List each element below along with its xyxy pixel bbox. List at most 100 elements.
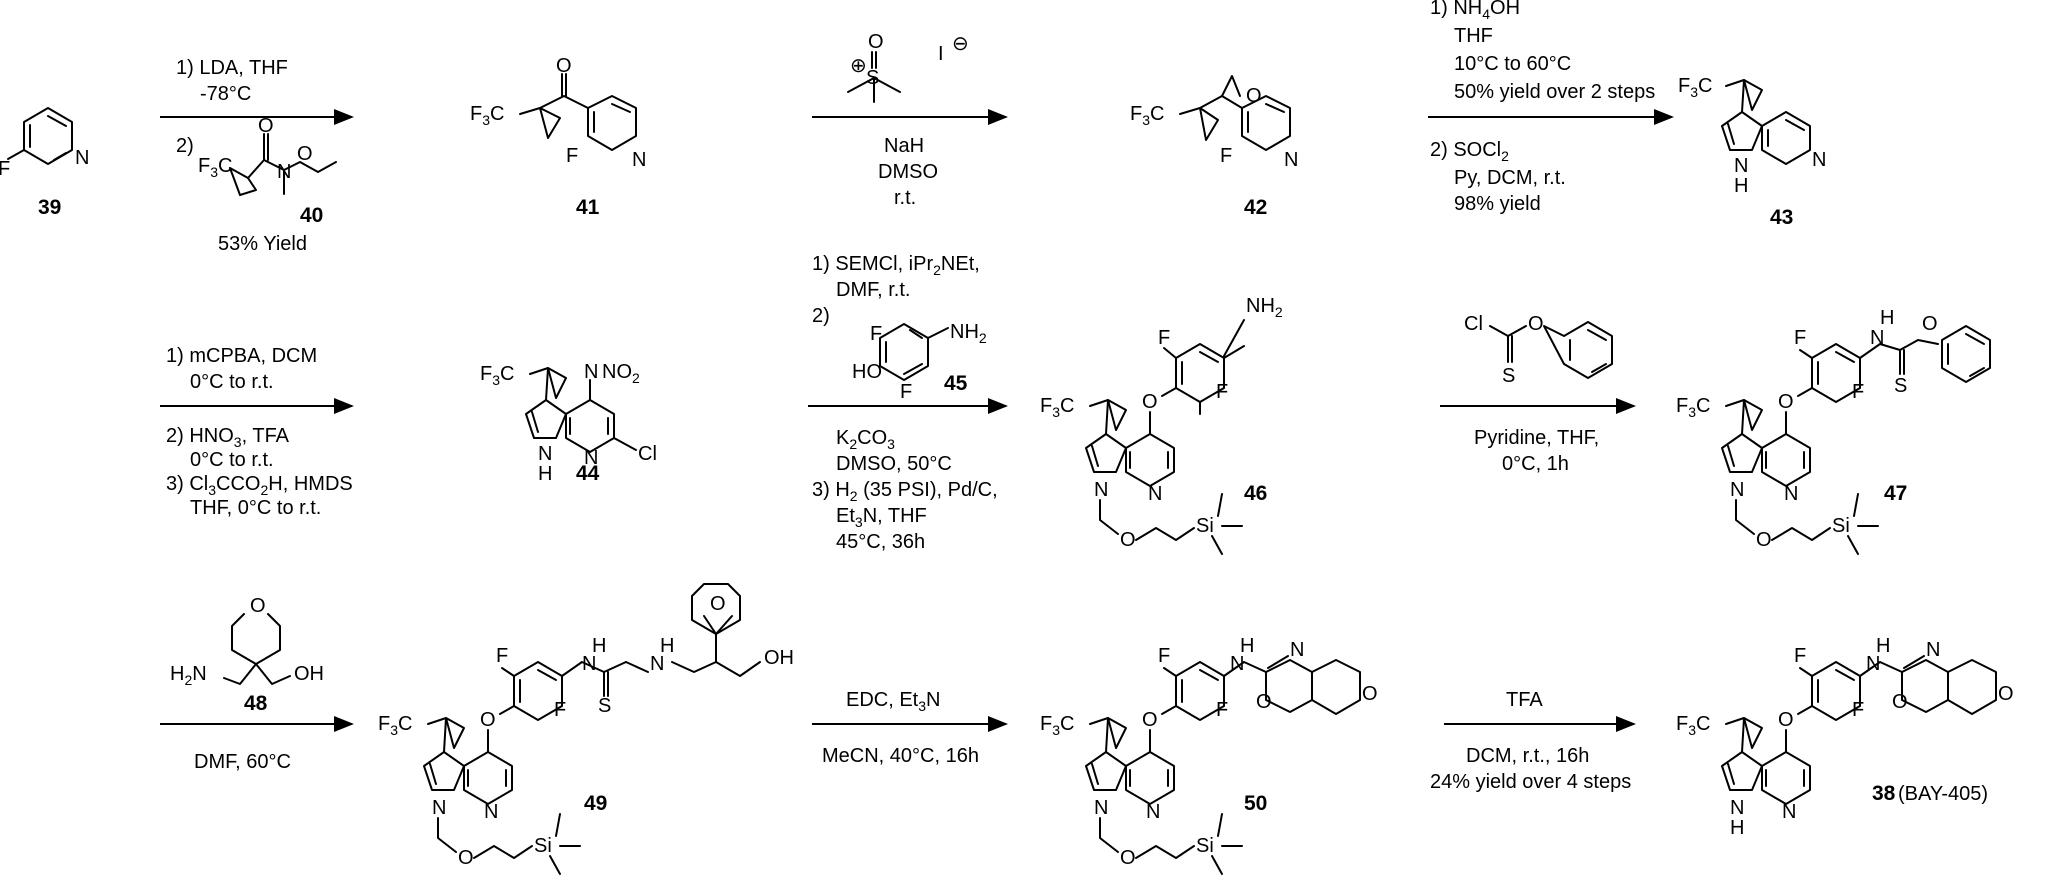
atom-o: O [556,55,572,77]
compound-47-structure: F3C O F F H N S O N N O Si 47 [1676,307,1991,555]
atom-o: O [1778,391,1794,413]
group-f3c: F3C [480,363,514,388]
compound-50-structure: F3C O F F H N N O O N N O Si 50 [1040,635,1378,875]
step6-conditions-2: 0°C, 1h [1502,453,1569,475]
atom-h: H [1730,817,1744,839]
compound-label-42: 42 [1244,196,1267,219]
compound-label-39: 39 [38,196,61,219]
atom-f: F [870,323,882,345]
atom-n: N [1782,801,1796,823]
step3-reagent-1: 1) NH4OH [1430,0,1520,22]
atom-si: Si [1196,835,1214,857]
step8-conditions: MeCN, 40°C, 16h [822,745,979,767]
atom-f: F [554,699,566,721]
atom-n: N [432,797,446,819]
step2-temp: r.t. [894,187,916,209]
compound-label-48: 48 [244,692,268,715]
atom-s: S [1894,375,1907,397]
atom-si: Si [1832,515,1850,537]
compound-41-structure: F3C O F N 41 [470,55,646,219]
group-h2n: H2N [170,663,207,688]
step7-conditions: DMF, 60°C [194,751,291,773]
atom-ho: HO [852,361,882,383]
atom-n: N [582,653,596,675]
atom-n: N [1284,149,1298,171]
compound-label-43: 43 [1770,206,1793,229]
compound-label-46: 46 [1244,482,1267,505]
atom-f: F [0,158,10,180]
step3-conditions: Py, DCM, r.t. [1454,167,1566,189]
atom-f: F [1794,645,1806,667]
step8-reagent: EDC, Et3N [846,689,941,714]
compound-label-40: 40 [300,204,323,227]
atom-o: O [1120,847,1136,869]
compound-label-47: 47 [1884,482,1907,505]
atom-o: O [250,595,266,617]
reaction-step-3: 1) NH4OH THF 10°C to 60°C 50% yield over… [1428,0,1674,215]
step9-yield: 24% yield over 4 steps [1430,771,1631,793]
group-f3c: F3C [198,155,232,180]
atom-o: O [1892,691,1908,713]
atom-f: F [1794,327,1806,349]
compound-38-structure: F3C O F F H N N O O N H N 38 (BAY-405) [1676,635,2014,839]
compound-label-49: 49 [584,792,607,815]
step3-reagent-2: 2) SOCl2 [1430,139,1509,164]
group-no2: NO2 [602,361,640,386]
step9-conditions: DCM, r.t., 16h [1466,745,1589,767]
reaction-step-6: Cl S O Pyridine, THF, 0°C, 1h [1440,313,1636,475]
compound-42-structure: F3C O F N 42 [1130,75,1298,219]
step6-conditions-1: Pyridine, THF, [1474,427,1599,449]
group-f3c: F3C [378,713,412,738]
atom-o: O [458,847,474,869]
compound-39-structure: F N 39 [0,107,89,219]
atom-h: H [538,463,552,485]
group-f3c: F3C [1676,395,1710,420]
group-f3c: F3C [1040,713,1074,738]
reaction-step-4: 1) mCPBA, DCM 0°C to r.t. 2) HNO3, TFA 0… [160,345,354,519]
compound-label-41: 41 [576,196,600,219]
step5-reagent-1: 1) SEMCl, iPr2NEt, [812,253,980,278]
step1-reagent-2-index: 2) [176,135,194,157]
reaction-step-2: O S ⊕ I ⊖ NaH DMSO r.t. [812,31,1008,209]
atom-s: S [1502,365,1515,387]
compound-38-name: (BAY-405) [1898,783,1988,805]
atom-n: N [632,149,646,171]
atom-n: N [1926,639,1940,661]
atom-s: S [866,67,879,89]
compound-49-structure: F3C O F F H N S H N O OH N N O Si 49 [378,583,794,875]
step2-base: NaH [884,135,924,157]
atom-o: O [1256,691,1272,713]
atom-o: O [1142,391,1158,413]
atom-h: H [1240,635,1254,657]
step4-reagent-2: 2) HNO3, TFA [166,425,290,450]
step3-yield-2: 98% yield [1454,193,1541,215]
step1-reagent-1: 1) LDA, THF [176,57,288,79]
step5-reagent-3: 3) H2 (35 PSI), Pd/C, [812,479,998,504]
group-f3c: F3C [1678,75,1712,100]
step3-solvent: THF [1454,25,1493,47]
atom-s: S [598,695,611,717]
step5-additive: Et3N, THF [836,505,927,530]
atom-n: N [1230,653,1244,675]
step9-reagent: TFA [1506,689,1543,711]
step5-solvent-1: DMF, r.t. [836,279,910,301]
charge-plus: ⊕ [850,55,867,77]
atom-n: N [277,161,291,183]
step4-reagent-1: 1) mCPBA, DCM [166,345,317,367]
step5-reagent-2-index: 2) [812,305,830,327]
group-nh2: NH2 [950,321,987,346]
reaction-step-1: 1) LDA, THF -78°C 2) O N O F3C 40 53% Yi… [160,57,354,255]
step3-temp: 10°C to 60°C [1454,53,1571,75]
atom-f: F [1158,327,1170,349]
compound-label-44: 44 [576,462,600,485]
charge-minus: ⊖ [952,33,969,55]
atom-h: H [1880,307,1894,329]
atom-o: O [1922,313,1938,335]
group-f3c: F3C [1130,103,1164,128]
atom-n: N [538,443,552,465]
atom-o: O [480,709,496,731]
atom-o: O [1120,529,1136,551]
compound-label-38: 38 [1872,782,1896,805]
atom-f: F [900,381,912,403]
